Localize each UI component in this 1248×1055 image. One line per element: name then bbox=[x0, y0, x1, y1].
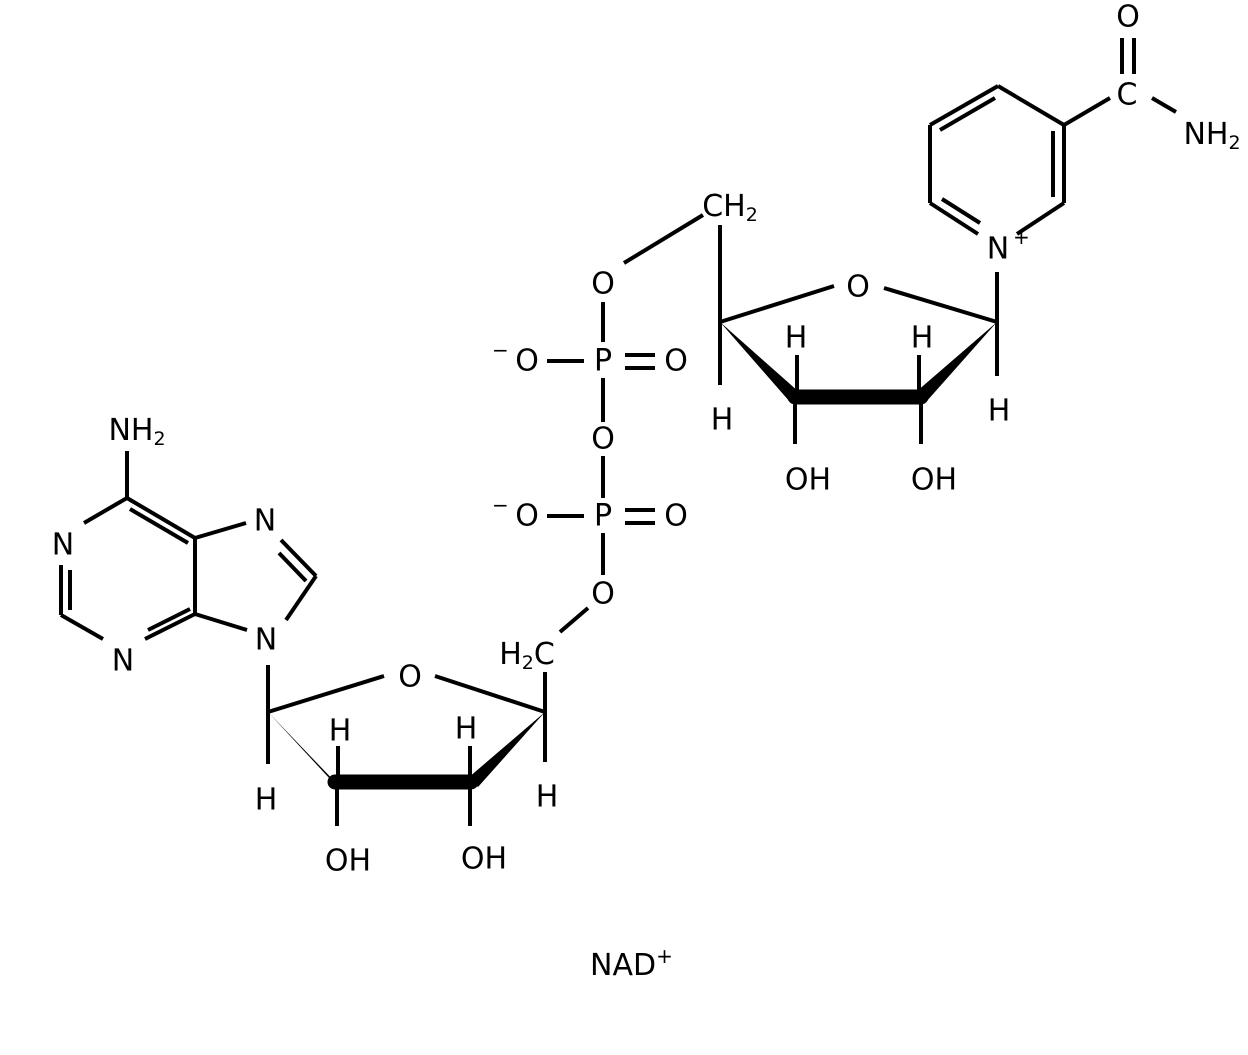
bond-c1-o4 bbox=[267, 674, 385, 714]
atom-c3-h: H bbox=[455, 712, 478, 747]
adenine-group: NH2 N N N N bbox=[52, 413, 318, 712]
atom-carboxamide-o: O bbox=[1116, 0, 1140, 35]
bond-o4-c4 bbox=[434, 674, 546, 714]
bond-c4-o4 bbox=[719, 284, 835, 324]
atom-c1-h: H bbox=[988, 394, 1011, 429]
wedge-c4-c3 bbox=[720, 322, 799, 402]
bond-c4-c5-double bbox=[938, 96, 997, 132]
atom-c4-h: H bbox=[536, 780, 559, 815]
atom-bridge-o-middle: O bbox=[591, 422, 615, 457]
bond-c2-n3 bbox=[60, 613, 104, 641]
bond-c3-carboxamide bbox=[1062, 96, 1112, 127]
atom-n1: N bbox=[52, 528, 74, 563]
bond-c8-n9 bbox=[284, 574, 318, 622]
atom-pyridinium-n: N bbox=[987, 232, 1009, 267]
atom-c2-oh: OH bbox=[325, 844, 371, 879]
atom-p2: P bbox=[594, 344, 612, 379]
atom-p1: P bbox=[594, 499, 612, 534]
bond-n-c2 bbox=[1015, 201, 1066, 236]
bond-ch2-o-lower bbox=[558, 606, 590, 634]
atom-c1-h: H bbox=[255, 783, 278, 818]
atom-ch2-upper: CH2 bbox=[702, 189, 758, 227]
atom-c3-h: H bbox=[785, 321, 808, 356]
bond-c6-c5 bbox=[125, 496, 197, 540]
bond-n3-c4-double bbox=[147, 607, 191, 632]
nicotinamide-ribose-group: CH2 O H H H H OH OH bbox=[702, 189, 1010, 498]
atom-n9: N bbox=[255, 623, 277, 658]
bond-n7-c8 bbox=[279, 538, 318, 578]
bond-n9-c4 bbox=[194, 612, 248, 632]
atom-ring-o: O bbox=[846, 270, 870, 305]
adenosine-ribose-group: O H H H H OH OH H2C bbox=[255, 637, 559, 879]
atom-bridge-o-upper: O bbox=[591, 267, 615, 302]
bond-c6-n bbox=[928, 201, 980, 236]
atom-carboxamide-c: C bbox=[1117, 78, 1138, 113]
bond-o-upper-ch2 bbox=[622, 213, 705, 265]
bond-c4-c5 bbox=[929, 84, 999, 127]
atom-ch2-lower: H2C bbox=[499, 637, 555, 675]
atom-c3-oh: OH bbox=[461, 842, 507, 877]
bond-c3-c4 bbox=[996, 84, 1066, 127]
bond-o4-c1 bbox=[883, 286, 998, 324]
charge-pyridinium-plus: + bbox=[1013, 225, 1030, 249]
bond-c-nh2 bbox=[1150, 96, 1178, 114]
bond-c6-n1 bbox=[82, 496, 129, 525]
molecule-caption: NAD+ bbox=[590, 944, 673, 983]
atom-bridge-o-lower: O bbox=[591, 577, 615, 612]
atom-n3: N bbox=[112, 644, 134, 679]
atom-c2-h: H bbox=[911, 321, 934, 356]
charge-p1-minus: − bbox=[492, 493, 509, 517]
bond-c6-n-double bbox=[940, 197, 982, 225]
wedge-c1-c2 bbox=[268, 712, 340, 787]
wedge-c1-c2 bbox=[916, 322, 997, 402]
atom-p1-o-double: O bbox=[664, 499, 688, 534]
nicotinamide-group: N + C O NH2 bbox=[928, 0, 1241, 267]
bond-c5-n7 bbox=[194, 521, 247, 540]
atom-carboxamide-nh2: NH2 bbox=[1183, 117, 1240, 155]
charge-p2-minus: − bbox=[492, 338, 509, 362]
bond-n3-c4 bbox=[144, 612, 196, 641]
atom-c3-oh: OH bbox=[785, 463, 831, 498]
atom-amine-n: NH2 bbox=[108, 413, 165, 451]
atom-ring-o: O bbox=[398, 660, 422, 695]
atom-p2-o-minus: O bbox=[515, 344, 539, 379]
bond-c6-c5-double bbox=[128, 507, 190, 545]
atom-c2-oh: OH bbox=[911, 463, 957, 498]
atom-p2-o-double: O bbox=[664, 344, 688, 379]
atom-c4-h: H bbox=[711, 403, 734, 438]
wedge-c4-c3 bbox=[468, 712, 545, 787]
bond-n7-c8-double bbox=[277, 551, 308, 583]
atom-p1-o-minus: O bbox=[515, 499, 539, 534]
pyrophosphate-group: O P O − O O P O − O O bbox=[492, 213, 705, 634]
atom-c2-h: H bbox=[329, 714, 352, 749]
atom-n7: N bbox=[254, 504, 276, 539]
